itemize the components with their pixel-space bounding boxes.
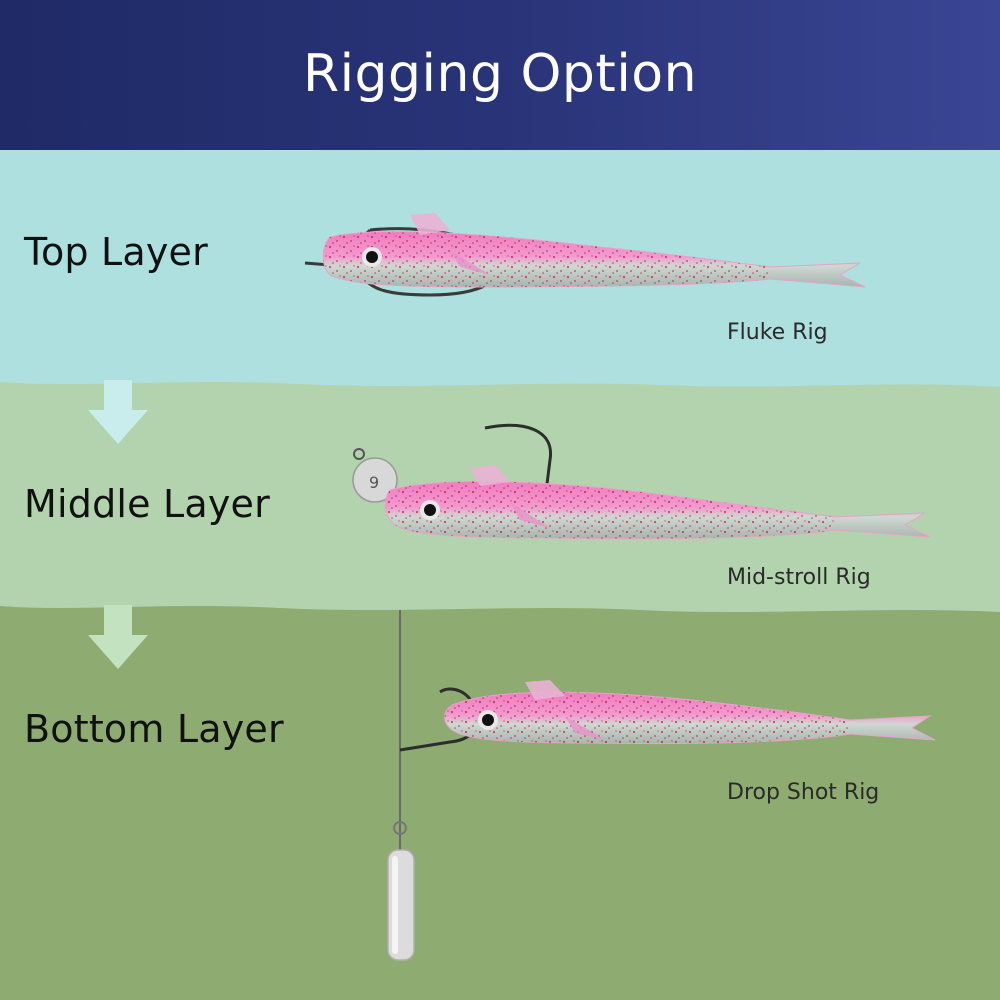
- fish-lure-icon: 9: [352, 423, 931, 540]
- fish-lure-icon: [304, 213, 866, 297]
- header-banner: Rigging Option: [0, 0, 1000, 150]
- fish-lure-icon: [387, 610, 936, 961]
- down-arrow-icon: [88, 380, 148, 444]
- top-layer-label: Top Layer: [24, 230, 208, 274]
- svg-text:9: 9: [369, 473, 379, 492]
- mid-stroll-rig-label: Mid-stroll Rig: [727, 565, 871, 590]
- page-title: Rigging Option: [302, 44, 698, 104]
- bottom-layer-label: Bottom Layer: [24, 707, 284, 751]
- fluke-rig-label: Fluke Rig: [727, 320, 828, 345]
- drop-shot-rig-label: Drop Shot Rig: [727, 780, 880, 805]
- middle-layer-label: Middle Layer: [24, 482, 270, 526]
- down-arrow-icon: [88, 605, 148, 669]
